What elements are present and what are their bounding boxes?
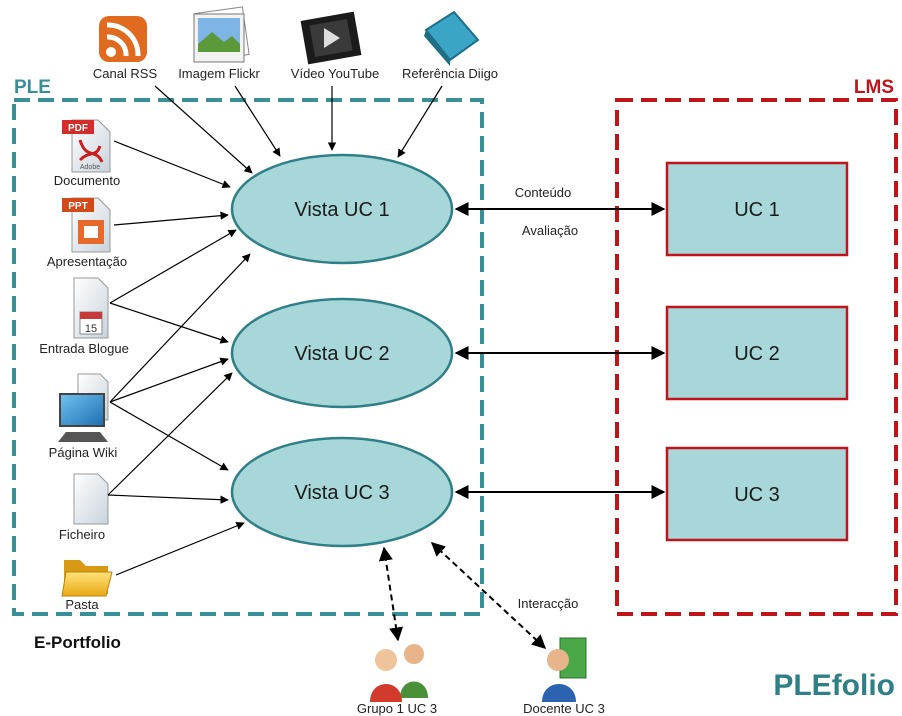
view-uc3-node: Vista UC 3 [230, 436, 454, 548]
diigo-book-icon [424, 10, 480, 66]
view-uc2-label: Vista UC 2 [294, 343, 389, 365]
youtube-video-icon [300, 11, 362, 65]
brand-folio: folio [832, 669, 895, 702]
edge-wiki-uc1 [109, 253, 251, 403]
lms-uc3-label: UC 3 [734, 484, 780, 506]
view-uc1-node: Vista UC 1 [230, 153, 454, 265]
edge-diigo-uc1 [397, 85, 443, 158]
blogue-label: Entrada Blogue [39, 341, 129, 356]
grupo-label: Grupo 1 UC 3 [357, 701, 437, 716]
diigo-label: Referência Diigo [402, 66, 498, 81]
teacher-book-icon [542, 637, 587, 702]
wiki-label: Página Wiki [49, 445, 118, 460]
apresentacao-label: Apresentação [47, 254, 127, 269]
svg-text:15: 15 [85, 323, 97, 335]
edge-grupo-uc3 [378, 546, 404, 642]
blog-calendar-icon: 15 [73, 277, 109, 339]
docente-label: Docente UC 3 [523, 701, 605, 716]
brand-logo: PLEfolio [773, 669, 895, 702]
ple-label: PLE [14, 77, 51, 98]
interaccao-label: Interacção [518, 596, 579, 611]
pasta-label: Pasta [65, 597, 99, 612]
eportfolio-label: E-Portfolio [34, 633, 121, 652]
edge-docente-uc3 [430, 542, 547, 649]
edge-wiki-uc2 [109, 357, 229, 403]
documento-label: Documento [54, 173, 120, 188]
brand-ple: PLE [773, 669, 831, 702]
folder-icon [61, 560, 113, 597]
svg-text:PDF: PDF [68, 123, 88, 134]
edge-rss-uc1 [154, 85, 253, 174]
edge-ficheiro-uc2 [107, 372, 233, 496]
lms-uc1-label: UC 1 [734, 199, 780, 221]
edge-wiki-uc3 [109, 401, 229, 471]
svg-text:Adobe: Adobe [80, 164, 100, 171]
edge-documento-uc1 [113, 140, 231, 189]
file-page-icon [73, 473, 109, 525]
edge-apresentacao-uc1 [113, 211, 229, 226]
edge-pasta-uc3 [115, 521, 245, 576]
avaliacao-label: Avaliação [522, 223, 578, 238]
flickr-label: Imagem Flickr [178, 66, 260, 81]
ppt-presentation-icon: PPT [62, 197, 111, 253]
youtube-label: Vídeo YouTube [291, 66, 379, 81]
view-uc1-label: Vista UC 1 [294, 199, 389, 221]
lms-uc3-node: UC 3 [665, 446, 849, 542]
conteudo-label: Conteúdo [515, 185, 571, 200]
wiki-computer-icon [58, 373, 109, 442]
pdf-document-icon: PDF Adobe [62, 119, 111, 173]
view-uc3-label: Vista UC 3 [294, 482, 389, 504]
svg-text:PPT: PPT [68, 201, 87, 212]
ficheiro-label: Ficheiro [59, 527, 105, 542]
edge-flickr-uc1 [234, 85, 281, 157]
lms-uc1-node: UC 1 [665, 161, 849, 257]
flickr-image-icon [193, 6, 250, 63]
edge-blogue-uc2 [109, 302, 229, 344]
rss-icon [99, 16, 147, 62]
edge-ficheiro-uc3 [107, 494, 229, 504]
lms-uc2-node: UC 2 [665, 305, 849, 401]
lms-label: LMS [854, 77, 894, 98]
view-uc2-node: Vista UC 2 [230, 297, 454, 409]
edge-blogue-uc1 [109, 229, 237, 304]
group-users-icon [370, 644, 428, 702]
rss-label: Canal RSS [93, 66, 158, 81]
lms-uc2-label: UC 2 [734, 343, 780, 365]
